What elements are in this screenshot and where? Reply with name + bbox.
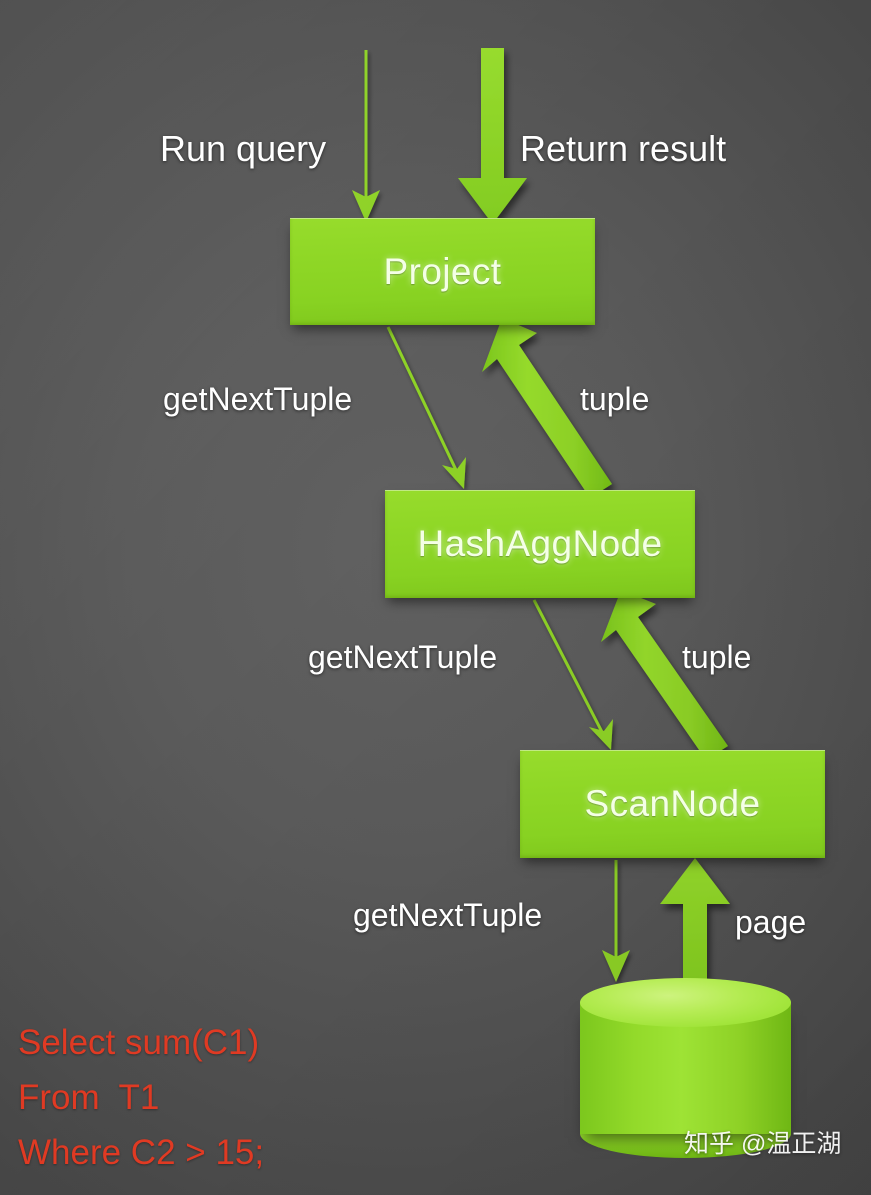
sql-line-2: From T1: [18, 1078, 160, 1117]
edge-label-tuple-2: tuple: [682, 639, 752, 675]
node-hashaggnode-label: HashAggNode: [417, 523, 663, 564]
sql-line-3: Where C2 > 15;: [18, 1133, 265, 1172]
node-hashaggnode[interactable]: HashAggNode: [385, 490, 695, 598]
edge-run-query-arrow: [352, 50, 380, 222]
edge-get-next-tuple-1-arrow: [386, 326, 466, 489]
edge-label-run-query: Run query: [160, 128, 327, 169]
edge-label-tuple-1: tuple: [580, 381, 650, 417]
sql-line-1: Select sum(C1): [18, 1023, 260, 1062]
node-scannode-label: ScanNode: [584, 783, 761, 824]
edge-return-result-arrow: [458, 48, 527, 224]
edge-get-next-tuple-2-arrow: [532, 599, 613, 750]
edge-label-get-next-tuple-1: getNextTuple: [163, 381, 353, 417]
node-project[interactable]: Project: [290, 218, 595, 325]
node-scannode[interactable]: ScanNode: [520, 750, 825, 858]
edge-get-next-tuple-3-arrow: [602, 860, 630, 982]
edge-label-get-next-tuple-3: getNextTuple: [353, 897, 543, 933]
edge-label-page: page: [735, 904, 807, 940]
edge-label-return-result: Return result: [520, 128, 727, 169]
node-project-label: Project: [383, 250, 502, 292]
watermark: 知乎 @温正湖: [684, 1130, 842, 1158]
edge-label-get-next-tuple-2: getNextTuple: [308, 639, 498, 675]
cylinder-top: [580, 978, 791, 1027]
edge-tuple-2-arrow: [601, 590, 728, 760]
database-cylinder-icon[interactable]: [580, 978, 791, 1158]
sql-query-text: Select sum(C1) From T1 Where C2 > 15;: [18, 1015, 264, 1180]
edge-page-arrow: [660, 858, 730, 1000]
edge-tuple-1-arrow: [482, 318, 612, 498]
